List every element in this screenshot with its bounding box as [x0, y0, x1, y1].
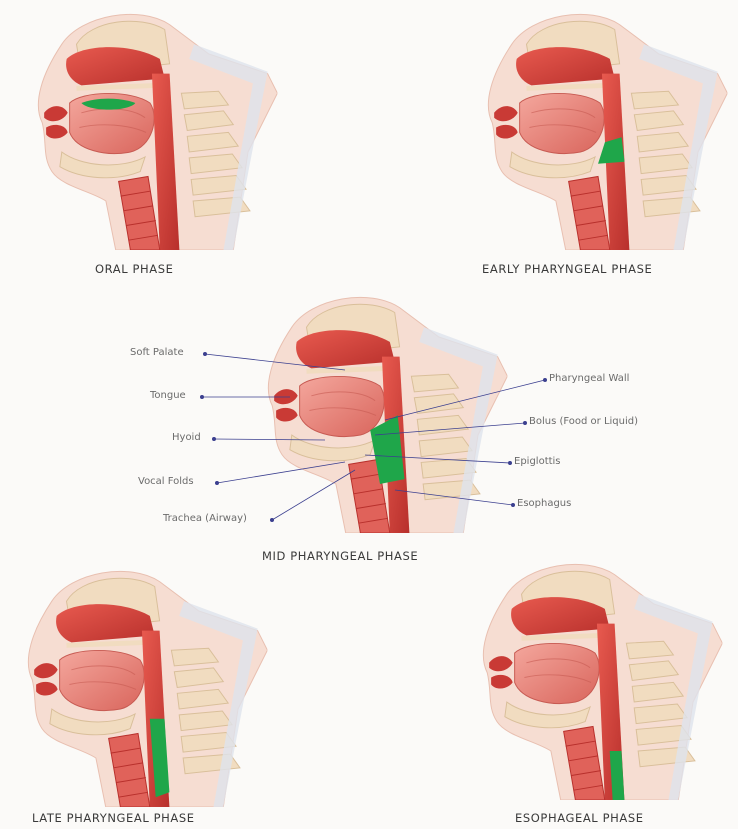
caption-esophageal-phase: ESOPHAGEAL PHASE — [515, 811, 644, 825]
label-pharyngeal-wall: Pharyngeal Wall — [549, 373, 629, 384]
label-epiglottis: Epiglottis — [514, 456, 561, 467]
leader-esophagus — [395, 490, 513, 505]
leader-hyoid — [214, 439, 325, 440]
esophageal-phase-panel — [465, 555, 725, 800]
label-vocal-folds: Vocal Folds — [138, 476, 194, 487]
leader-bolus — [375, 423, 525, 435]
late-pharyngeal-phase-panel — [10, 562, 270, 807]
label-bolus: Bolus (Food or Liquid) — [529, 416, 638, 427]
leader-vocal-folds — [217, 462, 345, 483]
esophageal-illustration — [465, 555, 725, 800]
label-esophagus: Esophagus — [517, 498, 571, 509]
caption-late-pharyngeal-phase: LATE PHARYNGEAL PHASE — [32, 811, 195, 825]
late-pharyngeal-illustration — [10, 562, 270, 807]
label-tongue: Tongue — [150, 390, 186, 401]
leader-pharyngeal-wall — [385, 380, 545, 420]
leader-epiglottis — [365, 455, 510, 463]
label-trachea: Trachea (Airway) — [163, 513, 247, 524]
label-hyoid: Hyoid — [172, 432, 201, 443]
leader-trachea — [272, 470, 355, 520]
leader-soft-palate — [205, 354, 345, 370]
label-soft-palate: Soft Palate — [130, 347, 184, 358]
